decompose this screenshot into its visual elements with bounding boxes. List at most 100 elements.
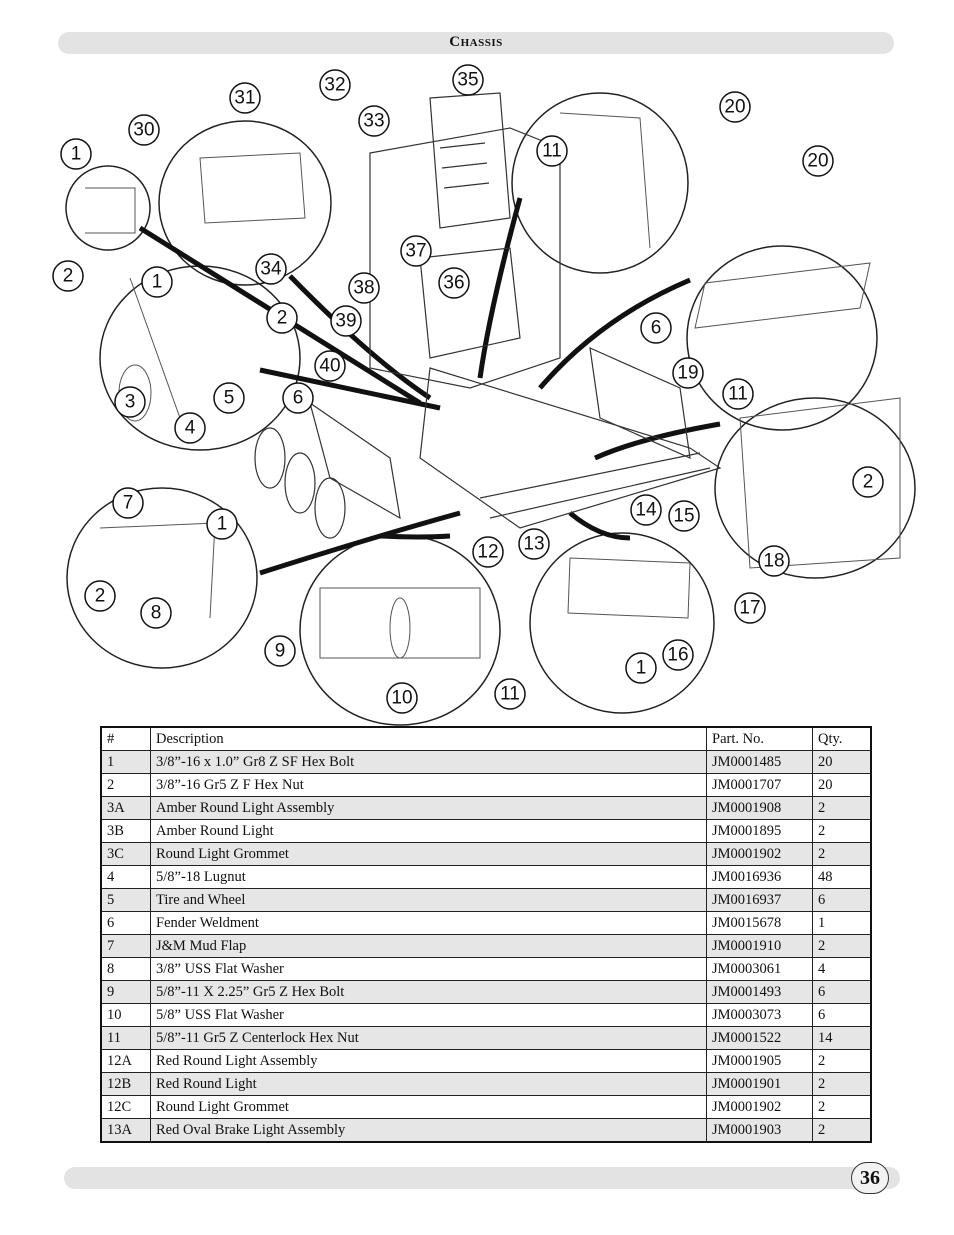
- cell-part-no: JM0001522: [706, 1026, 813, 1050]
- cell-description: 5/8”-18 Lugnut: [150, 865, 707, 889]
- callout-2b: 2: [277, 308, 288, 329]
- callout-11c: 11: [500, 684, 520, 705]
- callout-5: 5: [224, 388, 235, 409]
- callout-3: 3: [125, 392, 136, 413]
- callout-12: 12: [477, 542, 498, 563]
- callout-1b: 1: [152, 272, 163, 293]
- callout-9: 9: [275, 641, 286, 662]
- callout-20b: 20: [807, 151, 828, 172]
- cell-qty: 2: [812, 796, 872, 820]
- cell-qty: 20: [812, 773, 872, 797]
- callout-13: 13: [523, 534, 544, 555]
- cell-qty: 4: [812, 957, 872, 981]
- cell-qty: 1: [812, 911, 872, 935]
- cell-description: 5/8”-11 X 2.25” Gr5 Z Hex Bolt: [150, 980, 707, 1004]
- cell-description: J&M Mud Flap: [150, 934, 707, 958]
- page-title: Chassis: [449, 34, 503, 50]
- cell-qty: 2: [812, 1118, 872, 1143]
- callout-1d: 1: [636, 658, 647, 679]
- header-number: #: [100, 726, 151, 751]
- cell-number: 3B: [100, 819, 151, 843]
- callout-8: 8: [151, 603, 162, 624]
- cell-description: 3/8”-16 Gr5 Z F Hex Nut: [150, 773, 707, 797]
- cell-number: 12C: [100, 1095, 151, 1119]
- cell-qty: 6: [812, 980, 872, 1004]
- cell-number: 10: [100, 1003, 151, 1027]
- callout-34: 34: [260, 259, 282, 280]
- cell-description: 5/8” USS Flat Washer: [150, 1003, 707, 1027]
- callout-33: 33: [363, 111, 384, 132]
- cell-description: 3/8” USS Flat Washer: [150, 957, 707, 981]
- page-number: 36: [851, 1162, 889, 1194]
- callout-37: 37: [405, 241, 426, 262]
- callout-6: 6: [293, 388, 304, 409]
- cell-number: 3A: [100, 796, 151, 820]
- cell-qty: 2: [812, 819, 872, 843]
- callout-6b: 6: [651, 318, 662, 339]
- callout-labels: 1 2 30 31 32 33 35 34 1 2 3 4 5 6 37 36 …: [52, 64, 884, 714]
- cell-description: Fender Weldment: [150, 911, 707, 935]
- cell-qty: 2: [812, 934, 872, 958]
- callout-18: 18: [763, 551, 784, 572]
- callout-7: 7: [123, 493, 134, 514]
- cell-description: Red Round Light: [150, 1072, 707, 1096]
- cell-number: 3C: [100, 842, 151, 866]
- callout-11: 11: [542, 141, 562, 162]
- header-part-no: Part. No.: [706, 726, 813, 751]
- header-bar: Chassis: [58, 32, 894, 54]
- cell-number: 8: [100, 957, 151, 981]
- cell-number: 13A: [100, 1118, 151, 1143]
- cell-number: 12B: [100, 1072, 151, 1096]
- cell-part-no: JM0001707: [706, 773, 813, 797]
- cell-part-no: JM0001493: [706, 980, 813, 1004]
- callout-16: 16: [667, 645, 688, 666]
- chassis-exploded-diagram: 1 2 30 31 32 33 35 34 1 2 3 4 5 6 37 36 …: [40, 58, 920, 728]
- cell-description: Round Light Grommet: [150, 842, 707, 866]
- cell-part-no: JM0001485: [706, 750, 813, 774]
- callout-19: 19: [677, 363, 698, 384]
- cell-description: Amber Round Light: [150, 819, 707, 843]
- cell-part-no: JM0001903: [706, 1118, 813, 1143]
- cell-number: 11: [100, 1026, 151, 1050]
- cell-qty: 2: [812, 1095, 872, 1119]
- callout-4: 4: [185, 418, 196, 439]
- cell-description: Red Round Light Assembly: [150, 1049, 707, 1073]
- cell-qty: 2: [812, 1049, 872, 1073]
- cell-part-no: JM0001902: [706, 842, 813, 866]
- cell-number: 9: [100, 980, 151, 1004]
- cell-description: Red Oval Brake Light Assembly: [150, 1118, 707, 1143]
- callout-2d: 2: [95, 586, 106, 607]
- callout-14: 14: [635, 500, 657, 521]
- cell-number: 12A: [100, 1049, 151, 1073]
- cell-number: 4: [100, 865, 151, 889]
- cell-part-no: JM0016937: [706, 888, 813, 912]
- cell-qty: 2: [812, 1072, 872, 1096]
- cell-part-no: JM0001905: [706, 1049, 813, 1073]
- callout-1: 1: [71, 144, 82, 165]
- cell-part-no: JM0001895: [706, 819, 813, 843]
- cell-qty: 6: [812, 888, 872, 912]
- callout-40: 40: [319, 356, 340, 377]
- cell-number: 6: [100, 911, 151, 935]
- callout-15: 15: [673, 506, 694, 527]
- cell-part-no: JM0003061: [706, 957, 813, 981]
- cell-number: 7: [100, 934, 151, 958]
- cell-part-no: JM0001910: [706, 934, 813, 958]
- callout-11b: 11: [728, 384, 748, 405]
- cell-qty: 6: [812, 1003, 872, 1027]
- cell-number: 5: [100, 888, 151, 912]
